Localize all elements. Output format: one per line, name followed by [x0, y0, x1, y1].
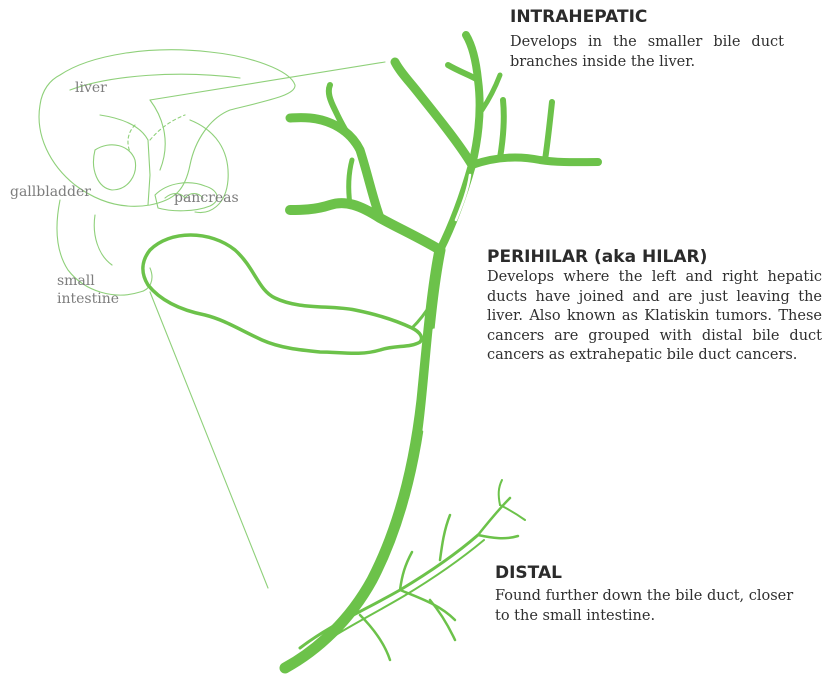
intestine-inner: [94, 215, 112, 265]
distal-branch-a: [478, 498, 510, 535]
thumb-duct-branch2: [128, 125, 135, 152]
left-hepatic-duct: [290, 203, 440, 250]
intrahepatic-title: INTRAHEPATIC: [510, 7, 647, 27]
small-intestine-label-line1: small: [57, 273, 95, 289]
connector-line-top: [150, 62, 385, 100]
distal-description: Found further down the bile duct, closer…: [495, 587, 795, 626]
distal-title: DISTAL: [495, 563, 562, 583]
distal-branch-b: [478, 535, 518, 538]
left-hepatic-twig: [349, 160, 352, 205]
connector-line-left: [150, 292, 268, 588]
right-hepatic-sub-up: [545, 102, 552, 160]
pancreas-label: pancreas: [174, 190, 239, 206]
gallbladder-label: gallbladder: [10, 184, 91, 200]
right-hepatic-sub-up2: [500, 100, 504, 158]
right-hepatic-sub: [472, 158, 598, 165]
small-intestine-label-line2: intestine: [57, 291, 119, 307]
distal-branch-c: [440, 515, 450, 560]
gallbladder-outline: [94, 145, 136, 190]
perihilar-description: Develops where the left and right hepati…: [487, 268, 822, 366]
right-hepatic-tip-left: [395, 62, 472, 165]
left-hepatic-sub: [329, 85, 360, 150]
thumb-duct-branch: [150, 115, 185, 140]
distal-branch-g: [360, 615, 390, 660]
liver-outline: [39, 50, 295, 207]
distal-branch-i: [499, 480, 502, 505]
liver-lobe: [150, 100, 165, 170]
thumb-duct: [100, 115, 150, 205]
liver-label: liver: [75, 80, 107, 96]
intrahepatic-description: Develops in the smaller bile duct branch…: [510, 33, 784, 72]
perihilar-title: PERIHILAR (aka HILAR): [487, 247, 707, 267]
distal-branch-h: [500, 505, 525, 520]
right-hepatic-tip2: [482, 75, 500, 110]
gallbladder-large: [143, 235, 422, 353]
distal-branch-e: [400, 590, 455, 620]
distal-branch-f: [430, 600, 455, 640]
